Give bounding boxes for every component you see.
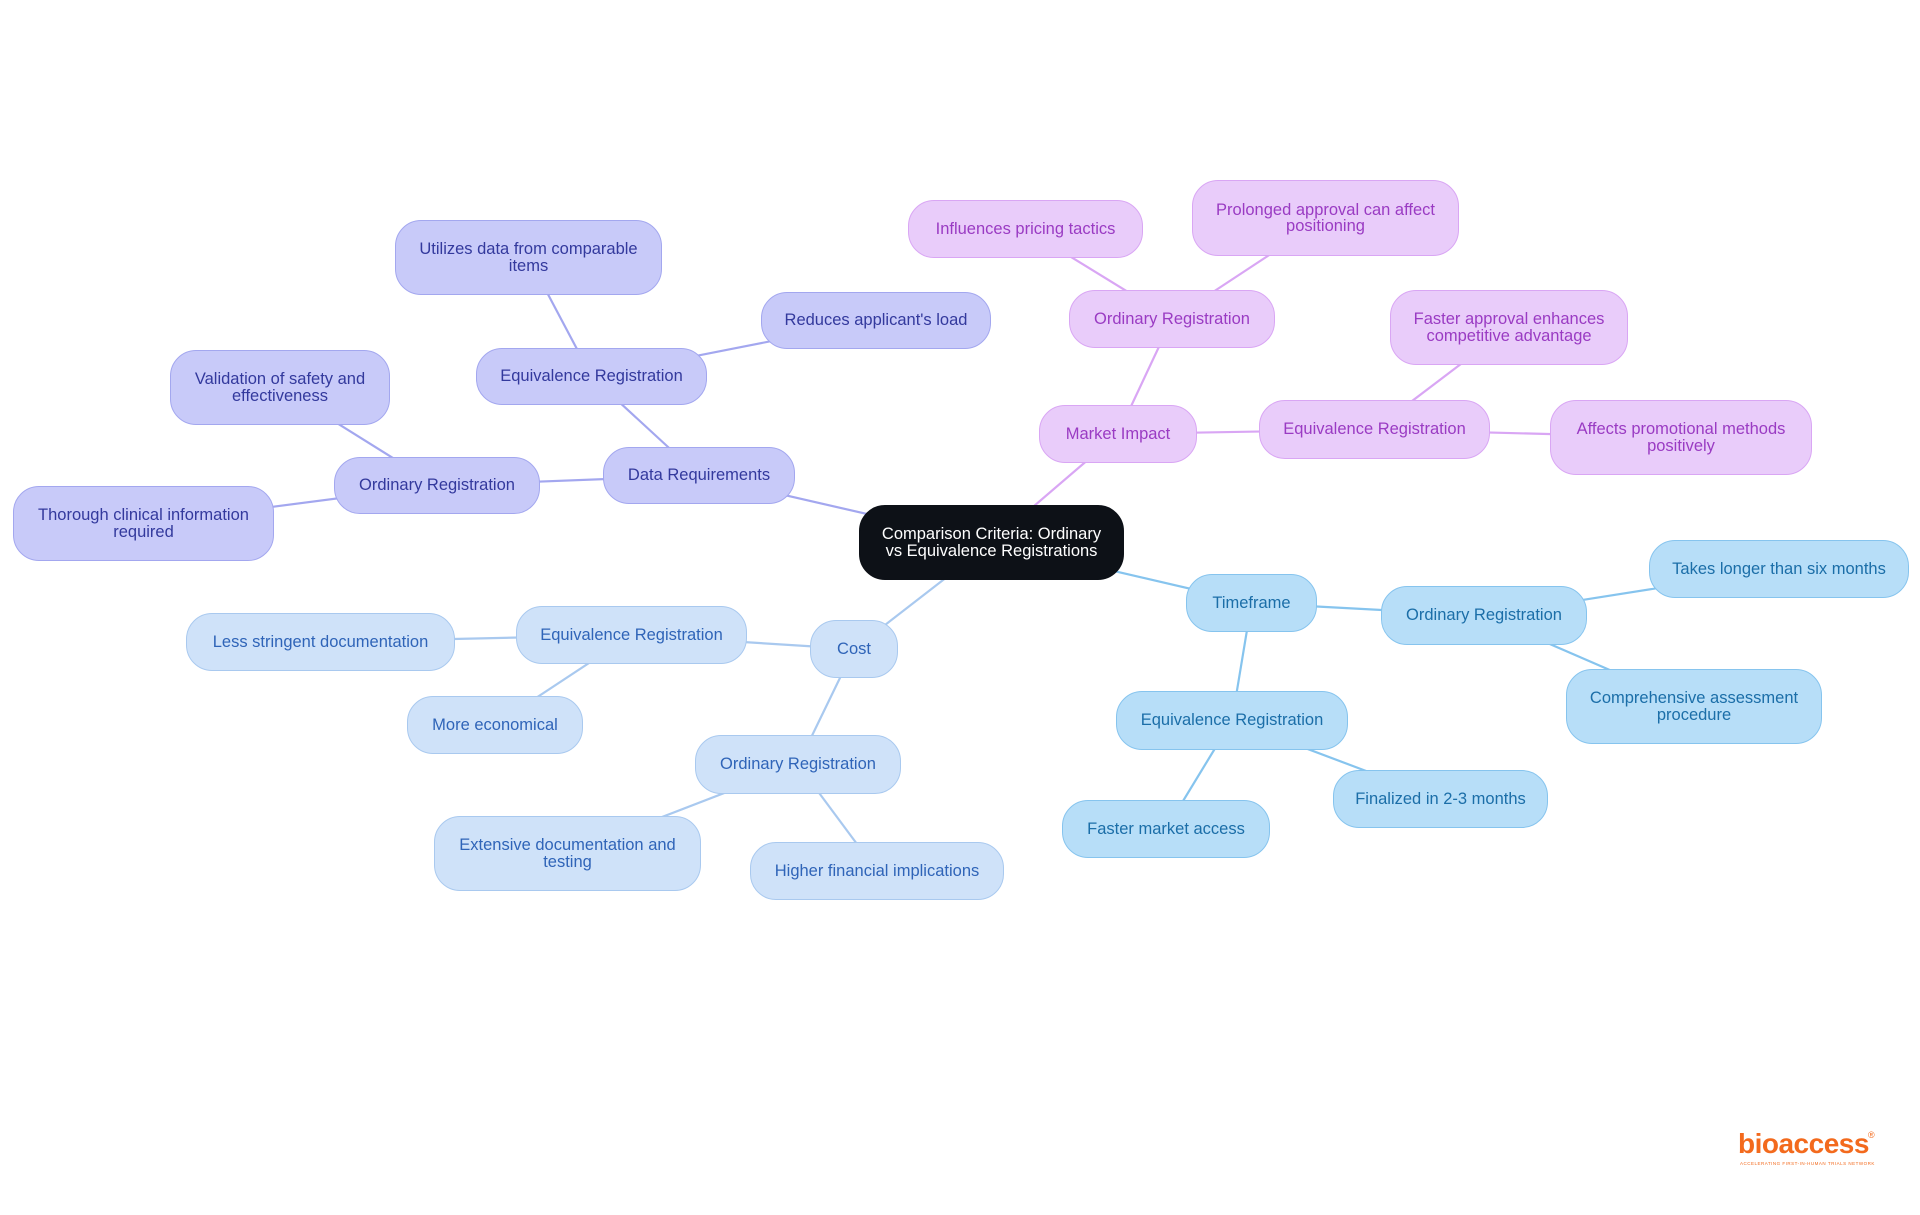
data-ordinary-item-1: Validation of safety and effectiveness — [170, 350, 390, 425]
market-impact-label: Market Impact — [1065, 424, 1171, 443]
market-equivalence-registration-node: Equivalence Registration — [1259, 400, 1490, 459]
data-equivalence-registration-node: Equivalence Registration — [476, 348, 707, 405]
cost-equivalence-item-1-label: Less stringent documentation — [212, 632, 429, 651]
cost-ordinary-item-1-label: Extensive documentation and testing — [459, 836, 676, 871]
data-requirements-node: Data Requirements — [603, 447, 795, 504]
market-equivalence-item-2: Affects promotional methods positively — [1550, 400, 1812, 475]
time-equivalence-registration-label: Equivalence Registration — [1140, 711, 1324, 730]
time-equivalence-item-2: Faster market access — [1062, 800, 1270, 858]
timeframe-label: Timeframe — [1212, 593, 1291, 612]
cost-node: Cost — [810, 620, 898, 678]
data-equivalence-item-1-label: Utilizes data from comparable items — [419, 240, 638, 275]
market-equivalence-registration-label: Equivalence Registration — [1283, 420, 1466, 439]
cost-equivalence-item-2-label: More economical — [432, 715, 558, 734]
logo-tagline: ACCELERATING FIRST-IN-HUMAN TRIALS NETWO… — [1740, 1161, 1875, 1166]
logo-wordmark: bioaccess — [1738, 1128, 1869, 1159]
data-equivalence-item-2-label: Reduces applicant's load — [784, 311, 968, 330]
timeframe-node: Timeframe — [1186, 574, 1317, 632]
bioaccess-logo: bioaccess ® ACCELERATING FIRST-IN-HUMAN … — [1738, 1128, 1880, 1168]
time-equivalence-item-2-label: Faster market access — [1087, 819, 1245, 838]
cost-equivalence-registration-label: Equivalence Registration — [540, 625, 723, 644]
time-ordinary-item-1: Takes longer than six months — [1649, 540, 1909, 598]
data-ordinary-registration-label: Ordinary Registration — [359, 476, 515, 495]
market-ordinary-item-1: Influences pricing tactics — [908, 200, 1143, 258]
cost-ordinary-item-1: Extensive documentation and testing — [434, 816, 701, 891]
time-ordinary-registration-label: Ordinary Registration — [1406, 606, 1562, 625]
cost-ordinary-registration-label: Ordinary Registration — [720, 755, 876, 774]
market-ordinary-registration-label: Ordinary Registration — [1094, 309, 1250, 328]
cost-ordinary-item-2-label: Higher financial implications — [774, 861, 980, 880]
data-ordinary-registration-node: Ordinary Registration — [334, 457, 540, 514]
market-equivalence-item-2-label: Affects promotional methods positively — [1576, 420, 1786, 455]
time-ordinary-item-2: Comprehensive assessment procedure — [1566, 669, 1822, 744]
logo-registered-mark: ® — [1868, 1130, 1875, 1140]
market-impact-node: Market Impact — [1039, 405, 1197, 463]
data-ordinary-item-2: Thorough clinical information required — [13, 486, 274, 561]
time-equivalence-item-1-label: Finalized in 2-3 months — [1355, 789, 1526, 808]
data-equivalence-item-2: Reduces applicant's load — [761, 292, 991, 349]
data-equivalence-item-1: Utilizes data from comparable items — [395, 220, 662, 295]
market-ordinary-item-2-label: Prolonged approval can affect positionin… — [1216, 200, 1435, 235]
cost-equivalence-item-1: Less stringent documentation — [186, 613, 455, 671]
data-ordinary-item-1-label: Validation of safety and effectiveness — [194, 370, 366, 405]
market-ordinary-registration-node: Ordinary Registration — [1069, 290, 1275, 348]
time-ordinary-item-1-label: Takes longer than six months — [1672, 559, 1886, 578]
cost-ordinary-registration-node: Ordinary Registration — [695, 735, 901, 794]
time-equivalence-registration-node: Equivalence Registration — [1116, 691, 1348, 750]
data-ordinary-item-2-label: Thorough clinical information required — [38, 506, 249, 541]
time-ordinary-registration-node: Ordinary Registration — [1381, 586, 1587, 645]
market-equivalence-item-1-label: Faster approval enhances competitive adv… — [1413, 310, 1605, 345]
cost-equivalence-registration-node: Equivalence Registration — [516, 606, 747, 664]
central-topic-node: Comparison Criteria: Ordinary vs Equival… — [859, 505, 1124, 580]
central-topic-label: Comparison Criteria: Ordinary vs Equival… — [881, 525, 1102, 560]
market-equivalence-item-1: Faster approval enhances competitive adv… — [1390, 290, 1628, 365]
time-equivalence-item-1: Finalized in 2-3 months — [1333, 770, 1548, 828]
market-ordinary-item-1-label: Influences pricing tactics — [935, 219, 1116, 238]
cost-equivalence-item-2: More economical — [407, 696, 583, 754]
data-equivalence-registration-label: Equivalence Registration — [500, 367, 683, 386]
cost-ordinary-item-2: Higher financial implications — [750, 842, 1004, 900]
time-ordinary-item-2-label: Comprehensive assessment procedure — [1589, 689, 1799, 724]
cost-label: Cost — [837, 639, 871, 658]
market-ordinary-item-2: Prolonged approval can affect positionin… — [1192, 180, 1459, 256]
data-requirements-label: Data Requirements — [627, 466, 771, 485]
